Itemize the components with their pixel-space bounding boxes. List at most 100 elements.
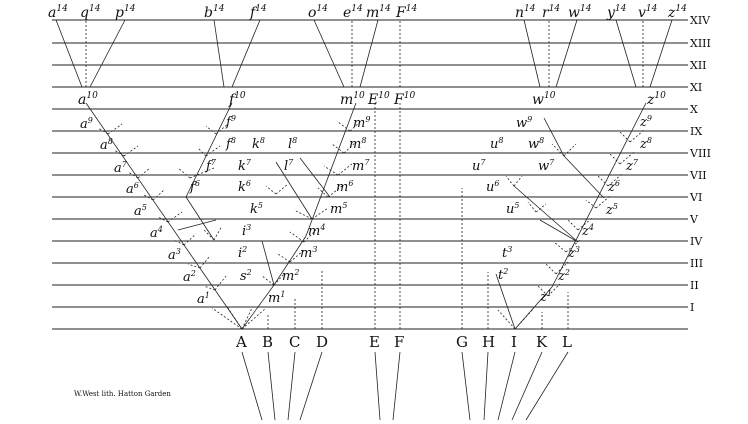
upper-branches <box>55 19 673 88</box>
label-w14: w14 <box>568 4 592 21</box>
node-m1: m1 <box>268 290 285 306</box>
numeral-xiii: XIII <box>690 37 711 50</box>
label-p14: p14 <box>115 4 136 21</box>
node-z2: z2 <box>557 268 570 284</box>
node-E10: E10 <box>367 91 390 108</box>
node-labels: a10 f10 m10 E10 F10 w10 z10 a9 f9 m9 w9 … <box>78 91 666 307</box>
node-a8: a8 <box>100 137 113 153</box>
node-z1: z1 <box>539 289 552 305</box>
node-t3: t3 <box>502 245 512 261</box>
label-F14: F14 <box>395 4 417 21</box>
node-a2: a2 <box>183 269 196 285</box>
top-labels: a14 q14 p14 b14 f14 o14 e14 m14 F14 n14 … <box>48 4 687 21</box>
label-z14: z14 <box>667 4 687 21</box>
node-m2: m2 <box>282 268 299 284</box>
node-k7: k7 <box>238 158 252 174</box>
node-k5: k5 <box>250 201 263 217</box>
node-z9: z9 <box>639 114 652 130</box>
species-K: K <box>536 333 548 351</box>
lineage-z <box>495 102 647 330</box>
numeral-iv: IV <box>690 235 703 248</box>
species-F: F <box>394 333 404 351</box>
species-D: D <box>316 333 328 351</box>
numeral-ii: II <box>690 279 699 292</box>
node-w8: w8 <box>528 136 544 152</box>
node-a5: a5 <box>134 203 147 219</box>
label-e14: e14 <box>343 4 363 21</box>
node-z3: z3 <box>567 245 580 261</box>
node-k6: k6 <box>238 179 251 195</box>
node-a7: a7 <box>114 160 128 176</box>
vertical-lines <box>267 103 569 329</box>
node-a9: a9 <box>80 116 93 132</box>
node-u7: u7 <box>472 158 486 174</box>
node-m8: m8 <box>349 136 366 152</box>
node-z8: z8 <box>639 136 652 152</box>
numeral-viii: VIII <box>689 147 711 160</box>
label-f14: f14 <box>249 4 267 21</box>
node-k8: k8 <box>252 136 265 152</box>
node-s2: s2 <box>240 268 252 284</box>
species-I: I <box>511 333 517 351</box>
species-L: L <box>562 333 572 351</box>
node-m6: m6 <box>336 179 353 195</box>
node-i2: i2 <box>238 245 247 261</box>
node-f7: f7 <box>205 158 217 174</box>
node-F10: F10 <box>393 91 415 108</box>
numeral-vii: VII <box>689 169 707 182</box>
node-u5: u5 <box>506 201 519 217</box>
node-m10: m10 <box>340 91 365 108</box>
node-a6: a6 <box>126 181 139 197</box>
node-z7: z7 <box>625 158 639 174</box>
node-m7: m7 <box>352 158 370 174</box>
generation-numerals: XIV XIII XII XI X IX VIII VII VI V IV II… <box>689 14 711 314</box>
species-labels: A B C D E F G H I K L <box>235 333 572 351</box>
node-f8: f8 <box>225 136 236 152</box>
node-f6: f6 <box>189 179 200 195</box>
generation-lines <box>52 19 688 330</box>
node-a10: a10 <box>78 91 98 108</box>
label-b14: b14 <box>204 4 225 21</box>
numeral-i: I <box>690 301 694 314</box>
node-z5: z5 <box>605 202 618 218</box>
species-B: B <box>262 333 273 351</box>
label-q14: q14 <box>80 4 101 21</box>
label-y14: y14 <box>606 4 627 21</box>
node-w10: w10 <box>532 91 556 108</box>
node-m5: m5 <box>330 201 347 217</box>
species-G: G <box>456 333 468 351</box>
node-l7: l7 <box>284 158 294 174</box>
node-z10: z10 <box>646 91 666 108</box>
label-o14: o14 <box>308 4 328 21</box>
numeral-v: V <box>689 213 699 226</box>
node-w7: w7 <box>538 158 555 174</box>
species-H: H <box>482 333 495 351</box>
node-f9: f9 <box>225 114 236 130</box>
lineage-m <box>241 102 363 330</box>
node-t2: t2 <box>498 267 508 283</box>
node-f10: f10 <box>228 91 246 108</box>
lineage-a <box>85 102 267 330</box>
node-u8: u8 <box>490 136 503 152</box>
label-m14: m14 <box>366 4 391 21</box>
lithographer-credit: W.West lith. Hatton Garden <box>74 390 171 398</box>
label-r14: r14 <box>542 4 560 21</box>
node-l8: l8 <box>288 136 297 152</box>
node-w9: w9 <box>516 115 532 131</box>
label-n14: n14 <box>515 4 536 21</box>
node-u6: u6 <box>486 179 499 195</box>
node-m4: m4 <box>308 223 325 239</box>
numeral-x: X <box>690 103 698 116</box>
node-i3: i3 <box>242 223 251 239</box>
root-lines <box>241 351 569 421</box>
numeral-vi: VI <box>689 191 702 204</box>
node-z4: z4 <box>581 223 594 239</box>
numeral-ix: IX <box>690 125 702 138</box>
node-m3: m3 <box>300 245 317 261</box>
label-a14: a14 <box>48 4 68 21</box>
node-m9: m9 <box>353 115 370 131</box>
node-a3: a3 <box>168 247 181 263</box>
node-a1: a1 <box>197 291 210 307</box>
numeral-xiv: XIV <box>690 14 711 27</box>
